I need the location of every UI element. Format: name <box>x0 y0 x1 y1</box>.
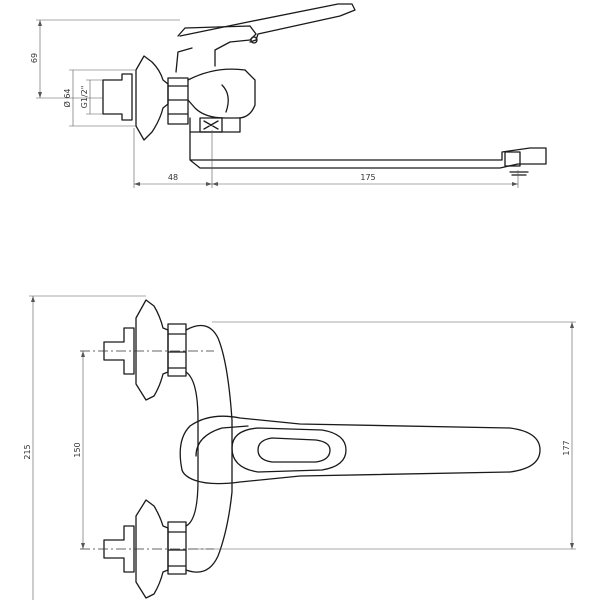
dim-label-thread: G1/2" <box>80 86 89 109</box>
dim-label-handle-reach: 177 <box>562 440 571 455</box>
side-view: 69 Ø 64 G1/2" 48 175 <box>30 3 547 188</box>
top-upper-hex-nut <box>167 323 187 377</box>
dim-arrow <box>212 182 218 186</box>
top-handle <box>179 415 541 485</box>
dim-arrow <box>512 182 518 186</box>
dim-arrow <box>81 351 85 357</box>
top-body <box>185 324 233 573</box>
top-upper-flange <box>135 299 169 401</box>
top-lower-hex-nut <box>167 521 187 575</box>
side-spout <box>189 131 547 169</box>
dim-label-overall-width: 215 <box>23 444 32 459</box>
dim-label-height: 69 <box>30 53 39 63</box>
dim-arrow <box>38 92 42 98</box>
dim-arrow <box>38 20 42 26</box>
side-thread-connector <box>102 73 133 121</box>
dim-arrow <box>570 543 574 549</box>
side-wall-flange <box>135 55 169 141</box>
top-handle-slot-outer <box>231 427 347 473</box>
side-lever-base <box>177 25 257 67</box>
dim-arrow <box>81 543 85 549</box>
dim-arrow <box>134 182 140 186</box>
dim-arrow <box>570 322 574 328</box>
side-aerator <box>504 151 529 176</box>
dim-arrow <box>31 296 35 302</box>
dim-label-inlet-spacing: 150 <box>73 442 82 457</box>
side-lever-handle <box>179 3 356 43</box>
dim-label-body-length: 48 <box>168 173 178 182</box>
side-body-curve <box>221 84 229 113</box>
dim-label-spout-length: 175 <box>360 173 375 182</box>
side-lever-base-lower <box>175 47 193 73</box>
top-handle-inner <box>195 425 249 457</box>
top-handle-slot-inner <box>257 437 331 463</box>
side-body <box>187 68 256 119</box>
top-body-inner <box>185 371 199 527</box>
dim-arrow <box>206 182 212 186</box>
side-lever-pivot <box>250 36 258 44</box>
side-neck-nut <box>199 117 223 133</box>
side-neck <box>189 117 241 133</box>
side-hex-nut <box>167 77 189 125</box>
top-lower-thread-connector <box>103 525 135 573</box>
dim-label-outer-diameter: Ø 64 <box>62 88 72 107</box>
top-view: 215 150 177 <box>23 295 576 600</box>
top-upper-thread-connector <box>103 327 135 375</box>
